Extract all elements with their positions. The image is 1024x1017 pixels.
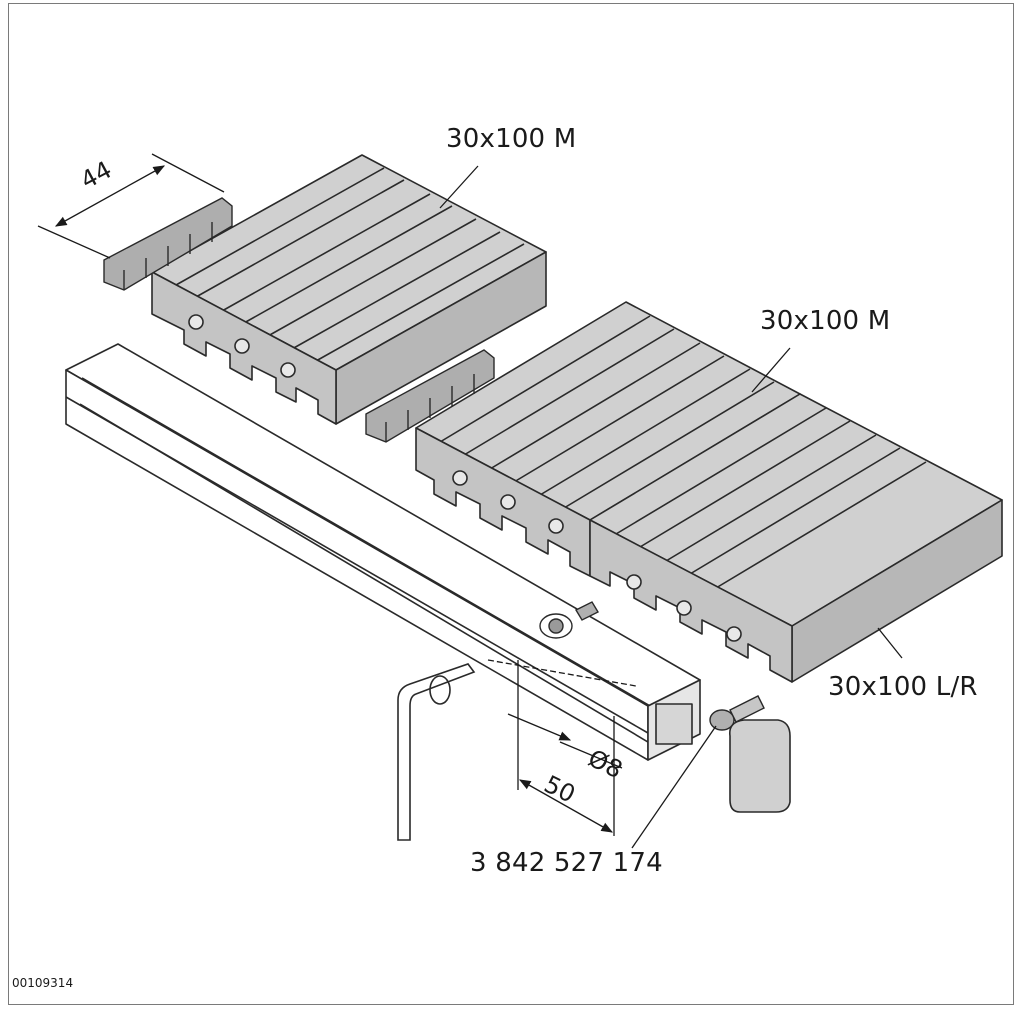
profile-30x100-lr-edge [589, 393, 1003, 683]
label-part-number: 3 842 527 174 [470, 848, 663, 878]
dimension-diameter-8 [487, 659, 637, 769]
connector-strip-top [103, 197, 233, 291]
profile-30x100-m-middle [415, 301, 801, 577]
dimension-44 [37, 153, 225, 259]
bolt-3842527174 [709, 695, 765, 731]
label-profile-top: 30x100 M [446, 124, 577, 154]
dimension-50 [517, 660, 615, 836]
label-profile-middle: 30x100 M [760, 306, 891, 336]
connector-strip-middle [365, 349, 495, 443]
label-profile-edge: 30x100 L/R [828, 672, 978, 702]
end-cap [728, 719, 791, 813]
screw-center [539, 601, 599, 639]
hex-key [397, 663, 476, 841]
leader-lines [439, 165, 903, 849]
drawing-frame [8, 3, 1014, 1005]
profile-30x100-m-top [151, 154, 547, 425]
drawing-id: 00109314 [12, 976, 74, 990]
